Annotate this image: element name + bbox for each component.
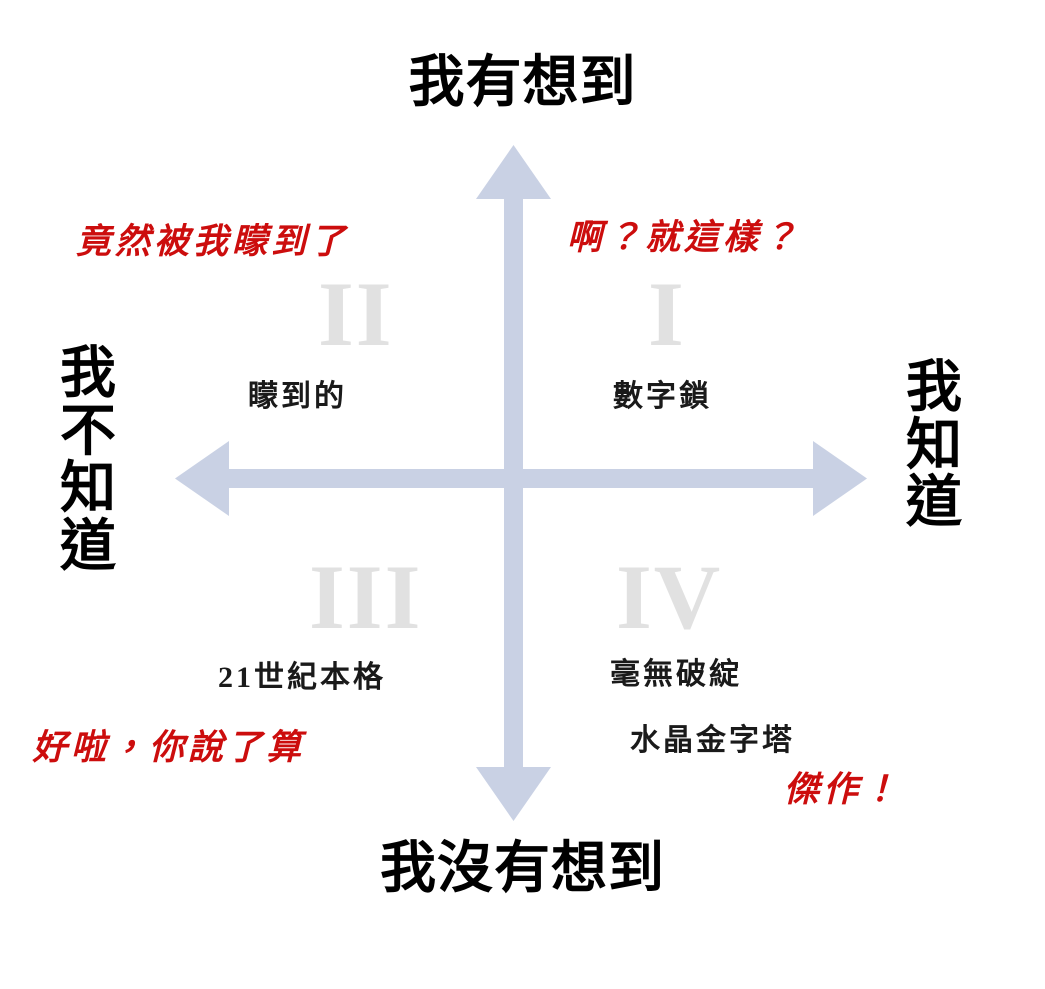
- quadrant-numeral-3: III: [309, 546, 423, 648]
- quadrant-2-item-label: 矇到的: [248, 380, 347, 413]
- quadrant-1-item-label: 數字鎖: [613, 380, 712, 413]
- axis-label-top: 我有想到: [408, 50, 637, 113]
- axis-label-right: 我知道: [906, 355, 962, 534]
- quadrant-2-remark: 竟然被我矇到了: [76, 222, 350, 261]
- quadrant-numeral-1: I: [648, 263, 686, 365]
- quadrant-numeral-2: II: [318, 263, 394, 365]
- quadrant-3-remark: 好啦，你說了算: [32, 728, 306, 767]
- axis-label-bottom: 我沒有想到: [380, 836, 665, 899]
- quadrant-3-item-label: 21世紀本格: [218, 661, 386, 694]
- quadrant-1-remark: 啊？就這樣？: [567, 218, 802, 257]
- quadrant-4-remark: 傑作！: [784, 770, 902, 809]
- quadrant-4-item-label-line-1: 毫無破綻: [610, 658, 742, 691]
- double-headed-horizontal-arrow-icon: [175, 441, 867, 516]
- quadrant-4-item-label-line-2: 水晶金字塔: [630, 724, 795, 757]
- axis-label-left: 我不知道: [60, 341, 116, 578]
- quadrant-numeral-4: IV: [616, 546, 723, 648]
